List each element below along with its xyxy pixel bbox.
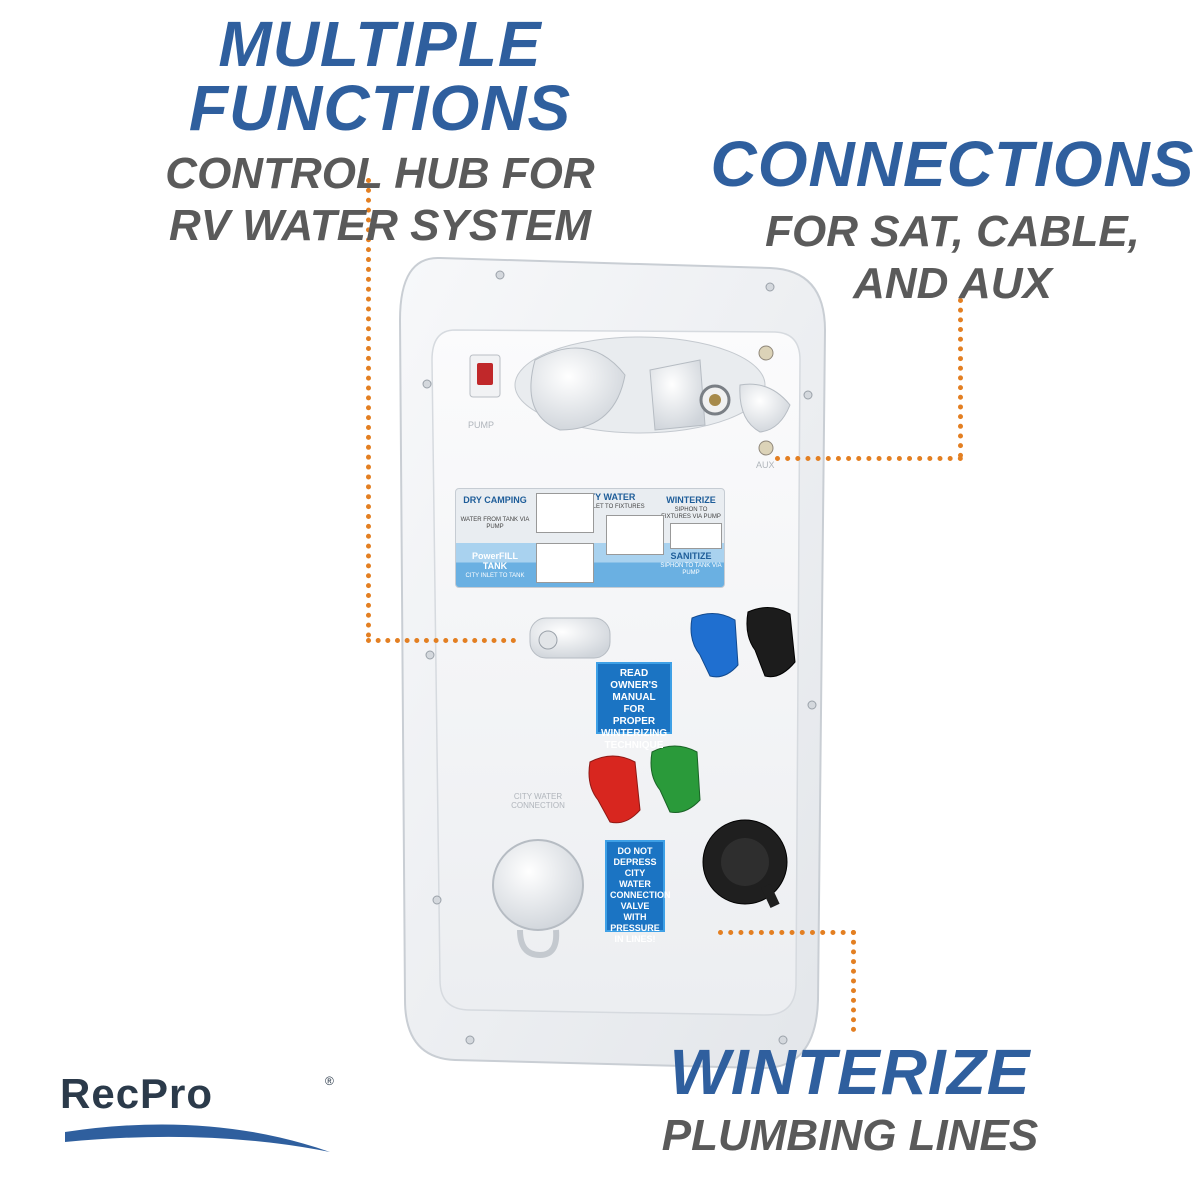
green-valve-handle <box>650 745 701 813</box>
pump-label: PUMP <box>468 420 495 430</box>
red-valve-handle <box>588 755 641 824</box>
leader-line-multiple-horizontal <box>366 638 516 643</box>
callout-subtitle: RV WATER SYSTEM <box>168 201 592 250</box>
logo-swoosh <box>65 1124 330 1152</box>
screw <box>425 650 435 660</box>
dry-camping-label: DRY CAMPING <box>463 495 527 505</box>
mode-diagram <box>536 543 594 583</box>
leader-line-winterize-vertical <box>851 930 856 1032</box>
city-water-inlet-cap <box>492 839 584 931</box>
callout-subtitle: CONTROL HUB FOR <box>165 149 595 198</box>
sanitize-sub: SIPHON TO TANK VIA PUMP <box>660 563 722 576</box>
screw <box>465 1035 475 1045</box>
mode-diagram <box>606 515 664 555</box>
blue-valve-handle <box>690 613 739 678</box>
sat-connector <box>758 345 774 361</box>
city-water-warning-label: DO NOT DEPRESS CITY WATER CONNECTION VAL… <box>605 840 671 944</box>
black-valve-handle <box>746 607 796 678</box>
right-faucet-knob <box>739 383 791 433</box>
winterize-mode-label: WINTERIZE <box>666 495 716 505</box>
owners-manual-label: READ OWNER'S MANUAL FOR PROPER WINTERIZI… <box>596 662 672 751</box>
left-faucet-knob <box>530 347 626 431</box>
screw <box>803 390 813 400</box>
callout-winterize: WINTERIZE PLUMBING LINES <box>620 1040 1080 1158</box>
mode-guide-decal: DRY CAMPING WATER FROM TANK VIA PUMP CIT… <box>455 488 725 588</box>
leader-line-connections-horizontal <box>775 456 963 461</box>
screw <box>807 700 817 710</box>
logo-text: RecPro <box>60 1070 214 1117</box>
callout-title: WINTERIZE <box>669 1036 1031 1108</box>
callout-title: CONNECTIONS <box>710 128 1195 200</box>
center-outlet <box>649 359 706 431</box>
callout-subtitle: FOR SAT, CABLE, <box>765 207 1140 256</box>
callout-connections: CONNECTIONS FOR SAT, CABLE, AND AUX <box>705 132 1200 310</box>
screw <box>432 895 442 905</box>
dry-camping-sub: WATER FROM TANK VIA PUMP <box>460 517 530 530</box>
leader-line-multiple-vertical <box>366 178 371 638</box>
aux-label: AUX <box>756 460 775 470</box>
leader-line-connections-vertical <box>958 298 963 458</box>
mode-diagram <box>536 493 594 533</box>
callout-subtitle: PLUMBING LINES <box>661 1111 1039 1160</box>
recpro-logo: RecPro ® <box>60 1070 340 1160</box>
pump-switch-rocker <box>477 363 493 385</box>
winterize-mode-sub: SIPHON TO FIXTURES VIA PUMP <box>661 507 721 520</box>
mode-diagram <box>670 523 722 549</box>
city-water-label: CITY WATER <box>580 492 636 502</box>
screw <box>765 282 775 292</box>
logo-registered-mark: ® <box>325 1074 334 1088</box>
screw <box>778 1035 788 1045</box>
screw <box>422 379 432 389</box>
city-water-connection-label: CITY WATER CONNECTION <box>511 792 565 810</box>
city-water-sub: CITY INLET TO FIXTURES <box>571 504 645 510</box>
aux-connector <box>758 440 774 456</box>
callout-multiple-functions: MULTIPLE FUNCTIONS CONTROL HUB FOR RV WA… <box>20 12 740 252</box>
leader-line-winterize-horizontal <box>718 930 856 935</box>
screw <box>495 270 505 280</box>
powerfill-sub: CITY INLET TO TANK <box>465 573 525 579</box>
powerfill-label: PowerFILL TANK <box>471 551 518 571</box>
callout-title: MULTIPLE FUNCTIONS <box>188 8 572 144</box>
callout-subtitle: AND AUX <box>853 259 1052 308</box>
sanitize-label: SANITIZE <box>670 551 712 561</box>
